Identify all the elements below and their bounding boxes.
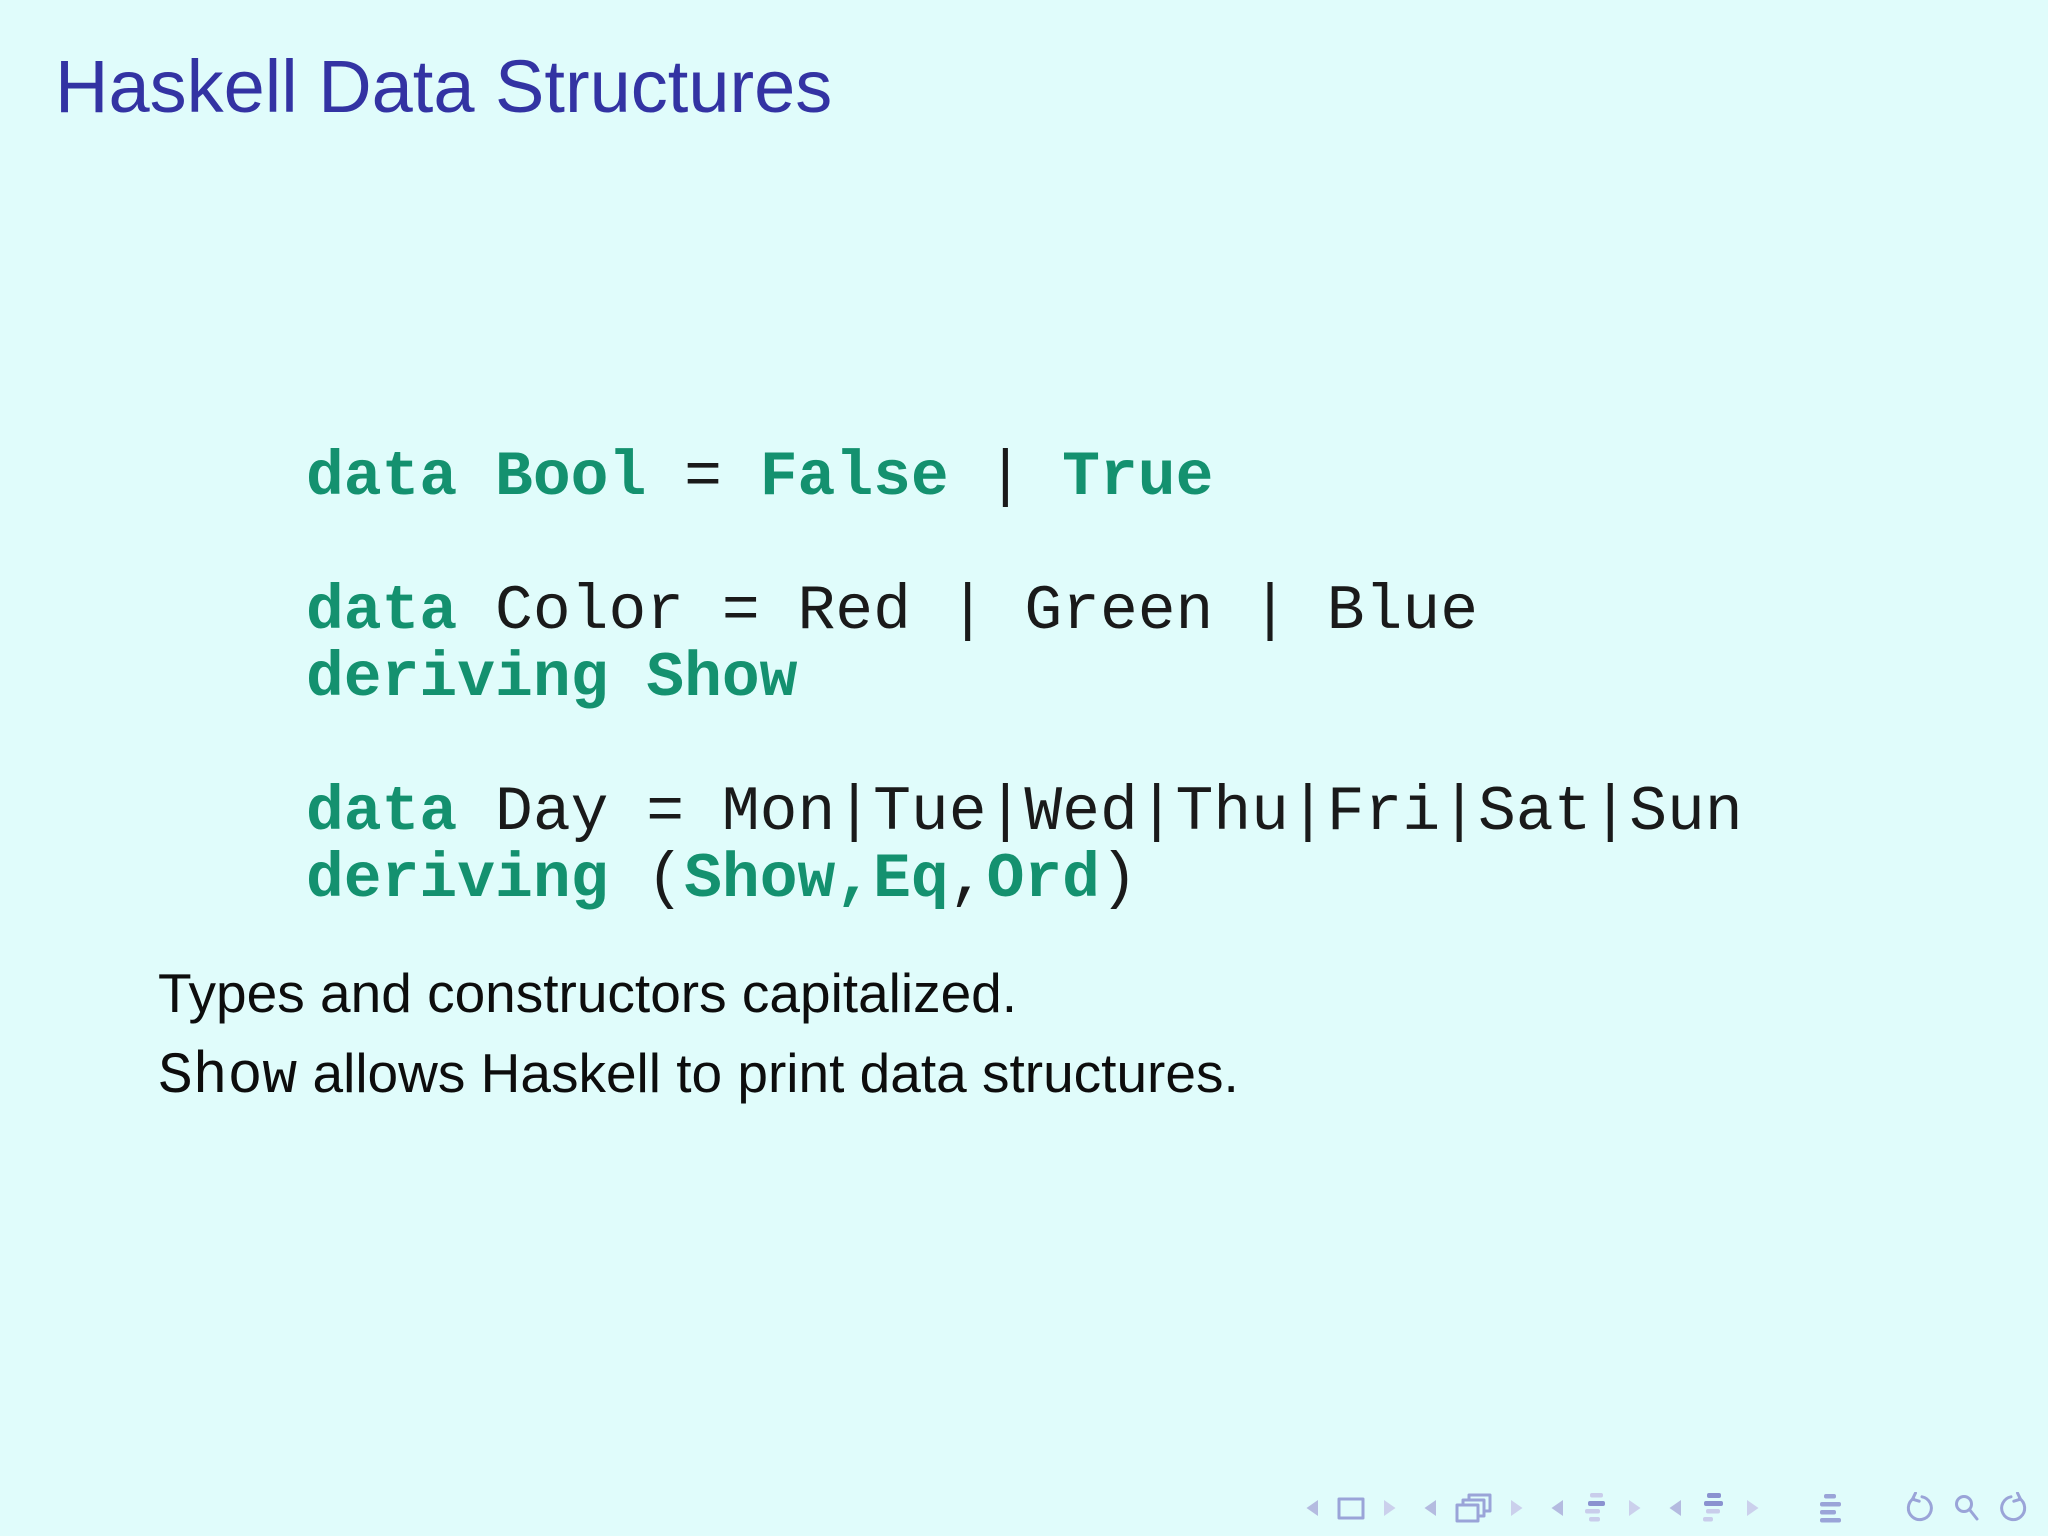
prev-slide-arrow-icon[interactable] xyxy=(1305,1499,1319,1517)
code-keyword: False xyxy=(759,442,949,513)
text-segment xyxy=(608,643,646,714)
note-line: Types and constructors capitalized. xyxy=(158,953,1239,1033)
prev-section-arrow-icon[interactable] xyxy=(1668,1499,1682,1517)
next-section-arrow-icon[interactable] xyxy=(1746,1499,1760,1517)
code-keyword: Show xyxy=(684,844,836,915)
code-keyword: Eq xyxy=(873,844,949,915)
text-segment: allows Haskell to print data structures. xyxy=(297,1042,1239,1104)
text-segment xyxy=(457,442,495,513)
code-line: data Color = Red | Green | Blue xyxy=(306,578,1743,645)
code-line: deriving (Show,Eq,Ord) xyxy=(306,846,1743,913)
text-segment: | xyxy=(948,442,1063,513)
next-frame-arrow-icon[interactable] xyxy=(1510,1499,1524,1517)
subsection-list-icon[interactable] xyxy=(1582,1492,1610,1524)
code-keyword: Show xyxy=(646,643,798,714)
code-keyword: , xyxy=(835,844,874,915)
text-segment: Day = Mon|Tue|Wed|Thu|Fri|Sat|Sun xyxy=(457,777,1743,848)
search-icon[interactable] xyxy=(1953,1494,1980,1523)
code-keyword: Bool xyxy=(495,442,647,513)
text-segment: ) xyxy=(1099,844,1138,915)
code-line: data Bool = False | True xyxy=(306,444,1743,511)
prev-subsection-arrow-icon[interactable] xyxy=(1550,1499,1564,1517)
code-line: data Day = Mon|Tue|Wed|Thu|Fri|Sat|Sun xyxy=(306,779,1743,846)
beamer-nav-bar xyxy=(1305,1492,2032,1524)
next-slide-arrow-icon[interactable] xyxy=(1383,1499,1397,1517)
slide-title: Haskell Data Structures xyxy=(55,45,833,128)
text-segment: Types and constructors capitalized. xyxy=(158,962,1018,1024)
next-subsection-arrow-icon[interactable] xyxy=(1628,1499,1642,1517)
code-keyword: deriving xyxy=(306,643,609,714)
slide-icon[interactable] xyxy=(1337,1497,1365,1520)
code-keyword: data xyxy=(306,777,458,848)
prev-frame-arrow-icon[interactable] xyxy=(1423,1499,1437,1517)
code-keyword: data xyxy=(306,442,458,513)
code-block: data Bool = False | True data Color = Re… xyxy=(306,444,1743,913)
code-line xyxy=(306,712,1743,779)
text-segment: ( xyxy=(608,844,685,915)
frames-icon[interactable] xyxy=(1455,1493,1492,1524)
forward-icon[interactable] xyxy=(1998,1492,2032,1524)
text-segment: Color = Red | Green | Blue xyxy=(457,576,1479,647)
code-keyword: True xyxy=(1062,442,1214,513)
inline-code: Show xyxy=(158,1045,298,1110)
code-keyword: Ord xyxy=(986,844,1100,915)
back-icon[interactable] xyxy=(1901,1492,1935,1524)
text-segment: , xyxy=(948,844,987,915)
outline-icon[interactable] xyxy=(1818,1493,1843,1524)
code-line xyxy=(306,511,1743,578)
section-list-icon[interactable] xyxy=(1700,1492,1728,1524)
code-line: deriving Show xyxy=(306,645,1743,712)
text-segment: = xyxy=(646,442,760,513)
notes: Types and constructors capitalized. Show … xyxy=(158,953,1239,1118)
note-line: Show allows Haskell to print data struct… xyxy=(158,1033,1239,1118)
code-keyword: data xyxy=(306,576,458,647)
code-keyword: deriving xyxy=(306,844,609,915)
